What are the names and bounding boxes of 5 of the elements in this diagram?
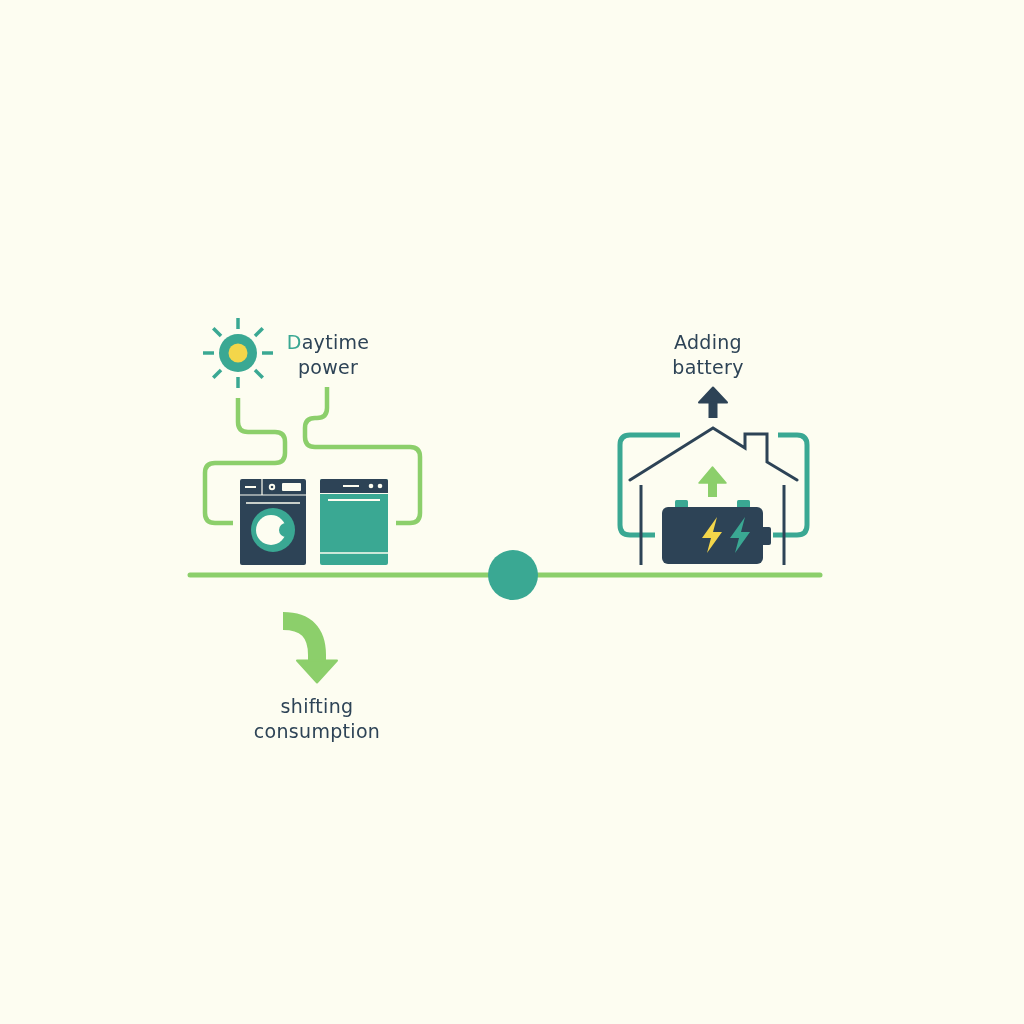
up-arrow	[698, 386, 728, 418]
node-label: Adding battery	[672, 330, 744, 380]
node-label: Daytime power	[286, 330, 370, 380]
wire-line	[202, 398, 288, 526]
node-label: shifting consumption	[253, 694, 381, 744]
